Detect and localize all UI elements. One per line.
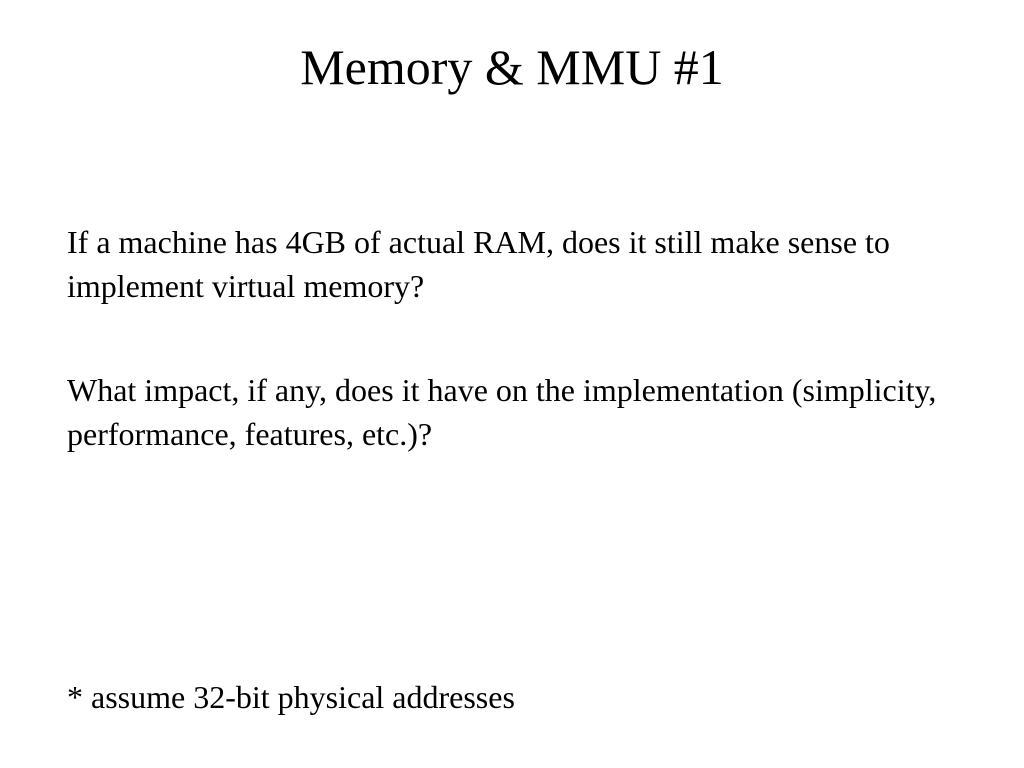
footnote-text: * assume 32-bit physical addresses xyxy=(67,679,515,715)
question-2-text: What impact, if any, does it have on the… xyxy=(67,372,937,452)
slide-title: Memory & MMU #1 xyxy=(300,39,724,95)
question-1-text: If a machine has 4GB of actual RAM, does… xyxy=(67,224,890,304)
